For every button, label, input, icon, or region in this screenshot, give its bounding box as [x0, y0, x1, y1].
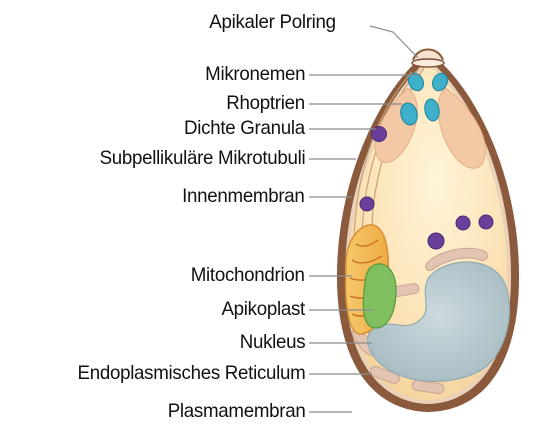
label-nucleus: Nukleus	[239, 333, 305, 353]
label-dense-granules: Dichte Granula	[184, 119, 305, 139]
label-plasma-membrane: Plasmamembran	[167, 402, 305, 422]
label-subpellicular-microtubules: Subpellikuläre Mikrotubuli	[99, 149, 305, 169]
apical-polar-ring	[412, 50, 444, 68]
label-mitochondrion: Mitochondrion	[191, 266, 305, 286]
label-apicoplast: Apikoplast	[222, 300, 305, 320]
label-endoplasmic-reticulum: Endoplasmisches Reticulum	[77, 364, 305, 384]
label-micronemes: Mikronemen	[205, 65, 305, 85]
label-apical-polar-ring: Apikaler Polring	[209, 13, 336, 33]
label-rhoptries: Rhoptrien	[226, 94, 305, 114]
label-inner-membrane: Innenmembran	[183, 187, 305, 207]
